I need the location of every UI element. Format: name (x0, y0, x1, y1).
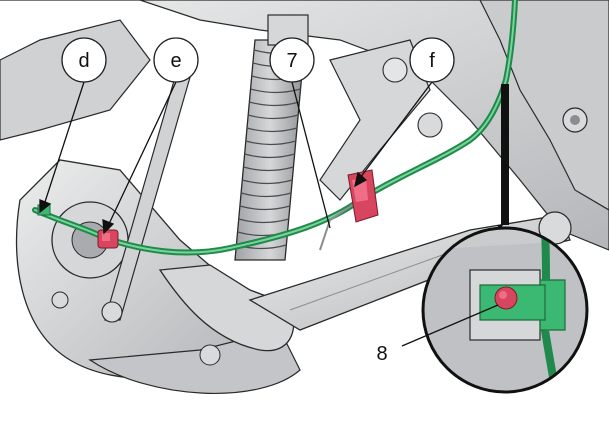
callout-marker-7 (269, 37, 315, 83)
leader-line-8 (401, 304, 499, 347)
callout-label-f: f (429, 50, 435, 72)
boot-rib (245, 140, 296, 146)
callout-label-d: d (78, 50, 89, 72)
boot-rib (238, 218, 289, 224)
boot-rib (246, 127, 298, 133)
hose-clip-e (97, 229, 119, 249)
callout-label-7: 7 (286, 50, 297, 72)
callout-label-8: 8 (376, 343, 387, 365)
boot-rib (250, 88, 301, 94)
leader-line-d (43, 81, 85, 206)
callout-d: d (61, 37, 107, 83)
leader-line-7 (291, 81, 331, 229)
callout-marker-d (61, 37, 107, 83)
pointer-arrow-f (354, 171, 368, 188)
leader-lines (39, 81, 499, 347)
pointer-arrow-e (102, 219, 115, 235)
boot-rib (242, 179, 293, 185)
shock-absorber-boot (234, 14, 309, 261)
callout-8: 8 (376, 343, 387, 365)
callout-e: e (153, 37, 199, 83)
upper-arm-bracket (319, 39, 443, 201)
boot-rib (243, 166, 294, 172)
leader-line-f (359, 81, 433, 179)
leader-line-e (107, 81, 177, 227)
boot-rib (248, 114, 299, 120)
callout-f: f (409, 37, 455, 83)
magnifier-lens (421, 226, 589, 394)
callout-marker-e (153, 37, 199, 83)
callout-7: 7 (269, 37, 315, 83)
callout-marker-f (409, 37, 455, 83)
boot-rib (239, 205, 291, 211)
boot-rib (240, 192, 292, 198)
boot-rib (244, 153, 295, 159)
pointer-arrow-d (39, 199, 52, 214)
boot-rib (249, 101, 300, 107)
callout-label-e: e (170, 50, 181, 72)
